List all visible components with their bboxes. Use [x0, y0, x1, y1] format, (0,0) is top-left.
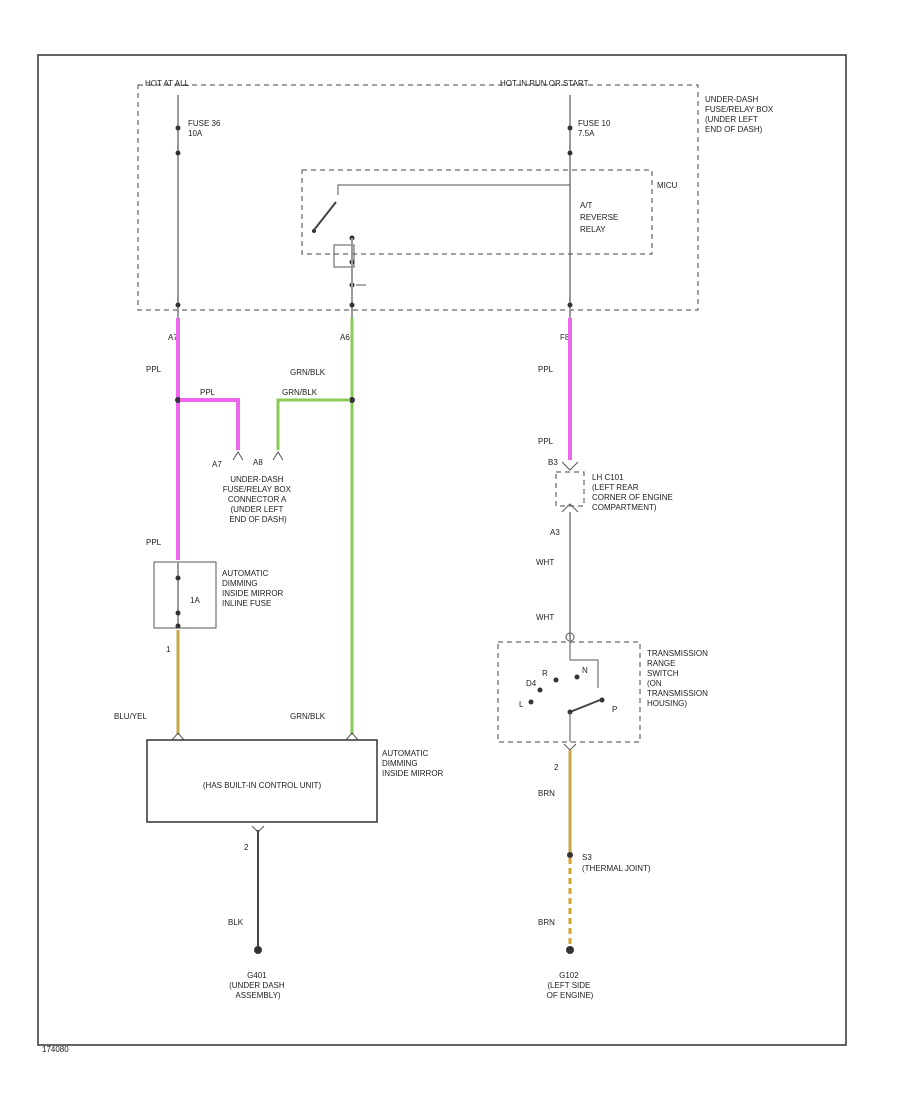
wire-blk: BLK — [228, 918, 244, 927]
trans-pos-d4-dot — [537, 687, 543, 693]
micu-box — [301, 169, 653, 255]
figure-id: 174080 — [42, 1045, 69, 1054]
relay-switch-arm — [313, 201, 337, 231]
wire-wht-2: WHT — [536, 613, 554, 622]
wire-ppl-2: PPL — [146, 538, 162, 547]
c101-pin-bottom — [561, 503, 579, 513]
fuse-10-terminal-bottom — [567, 150, 573, 156]
pin-a8-conn-label: A8 — [253, 458, 263, 467]
relay-contact-wire — [337, 184, 570, 195]
inline-fuse-value: 1A — [190, 596, 200, 605]
relay-coil — [333, 244, 355, 268]
connector-a-label: UNDER-DASH FUSE/RELAY BOX CONNECTOR A (U… — [223, 475, 293, 524]
wire-wht-1: WHT — [536, 558, 554, 567]
mirror-control-unit — [146, 739, 378, 823]
c101-pin-label: B3 — [548, 458, 558, 467]
trans-bottom-pin — [563, 743, 577, 751]
mirror-pin-right — [345, 732, 359, 741]
splice-s3-label: S3 (THERMAL JOINT) — [582, 853, 651, 873]
fuse-relay-box-outline — [137, 84, 699, 311]
wire-ppl-3: PPL — [538, 365, 554, 374]
pin-1-label: 1 — [166, 645, 171, 654]
trans-switch-arm — [569, 699, 601, 713]
splice-s3-dot — [567, 852, 573, 858]
wire-brn-2: BRN — [538, 918, 555, 927]
diagram-border — [37, 54, 847, 1046]
fuse-36-terminal-top — [175, 125, 181, 131]
trans-range-switch-box — [497, 641, 641, 743]
trans-pos-p: P — [612, 705, 617, 714]
connector-a7-pin — [232, 451, 244, 461]
ground-g401-dot — [254, 946, 262, 954]
inline-fuse-label: AUTOMATIC DIMMING INSIDE MIRROR INLINE F… — [222, 569, 286, 608]
pin-a6-dot — [349, 302, 355, 308]
pin-a7-dot — [175, 302, 181, 308]
ground-g401-label: G401 (UNDER DASH ASSEMBLY) — [229, 971, 287, 1000]
hot-at-all-times-label: HOT AT ALL — [145, 79, 190, 88]
trans-pos-p-dot — [599, 697, 605, 703]
mirror-pin-left — [171, 732, 185, 741]
connector-a8-pin — [272, 451, 284, 461]
fuse-10-terminal-top — [567, 125, 573, 131]
trans-pos-l: L — [519, 700, 524, 709]
pin-a7-conn-label: A7 — [212, 460, 222, 469]
trans-label: TRANSMISSION RANGE SWITCH (ON TRANSMISSI… — [647, 649, 710, 708]
pin-2-trans: 2 — [554, 763, 559, 772]
trans-pos-r: R — [542, 669, 548, 678]
ppl-splice-dot — [175, 397, 181, 403]
wire-ppl-small: PPL — [200, 388, 216, 397]
relay-switch-pivot — [312, 229, 316, 233]
control-unit-label: (HAS BUILT-IN CONTROL UNIT) — [203, 781, 322, 790]
trans-pos-n-dot — [574, 674, 580, 680]
wire-ppl-1: PPL — [146, 365, 162, 374]
pin-a3-label: A3 — [550, 528, 560, 537]
micu-label: MICU — [657, 181, 678, 190]
ground-g102-dot — [566, 946, 574, 954]
pin-f8-dot — [567, 302, 573, 308]
grnblk-branch-wire — [276, 398, 350, 450]
trans-pos-d4: D4 — [526, 679, 537, 688]
hot-run-start-label: HOT IN RUN OR START — [500, 79, 589, 88]
fuse-36-label: FUSE 36 10A — [188, 119, 223, 138]
c101-label: LH C101 (LEFT REAR CORNER OF ENGINE COMP… — [592, 473, 675, 512]
c101-pin-top — [561, 461, 579, 471]
pin-a6-label: A6 — [340, 333, 350, 342]
inline-fuse-dot-2 — [175, 610, 181, 616]
wire-grnblk-2: GRN/BLK — [290, 712, 326, 721]
mirror-label: AUTOMATIC DIMMING INSIDE MIRROR — [382, 749, 444, 778]
grnblk-splice-dot — [349, 397, 355, 403]
c101-connector — [555, 471, 585, 507]
reverse-relay-label: A/T REVERSE RELAY — [580, 201, 620, 234]
fuse-36-terminal-bottom — [175, 150, 181, 156]
trans-pos-r-dot — [553, 677, 559, 683]
ground-g102-label: G102 (LEFT SIDE OF ENGINE) — [547, 971, 594, 1000]
trans-switch-top-wire — [569, 641, 599, 688]
wire-ppl-3b: PPL — [538, 437, 554, 446]
inline-fuse-box — [153, 561, 217, 629]
inline-fuse-dot-1 — [175, 575, 181, 581]
trans-pos-l-dot — [528, 699, 534, 705]
wire-blu-yel: BLU/YEL — [114, 712, 147, 721]
fuse-box-label: UNDER-DASH FUSE/RELAY BOX (UNDER LEFT EN… — [705, 95, 775, 134]
pin-a7-label: A7 — [168, 333, 178, 342]
wire-brn-1: BRN — [538, 789, 555, 798]
wire-grnblk-small: GRN/BLK — [282, 388, 318, 397]
trans-pos-n: N — [582, 666, 588, 675]
inline-fuse-bottom-dot — [175, 623, 181, 629]
pin-2-mirror: 2 — [244, 843, 249, 852]
wire-grnblk-1: GRN/BLK — [290, 368, 326, 377]
ppl-branch-wire — [180, 398, 240, 450]
fuse-10-label: FUSE 10 7.5A — [578, 119, 613, 138]
pin-f8-label: F8 — [560, 333, 570, 342]
